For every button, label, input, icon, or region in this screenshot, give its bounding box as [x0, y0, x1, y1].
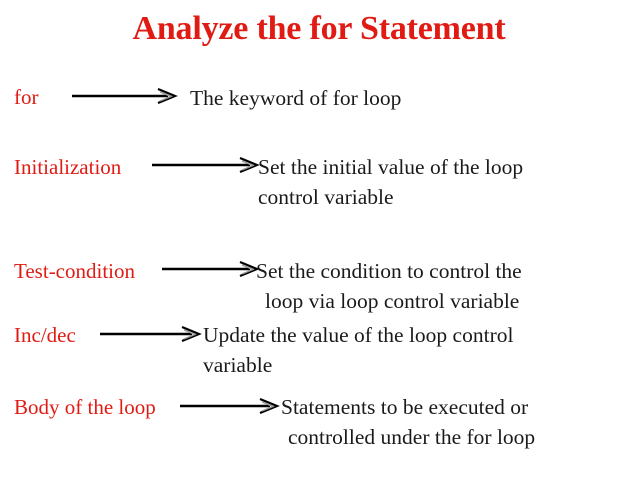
row-description-initialization: Set the initial value of the loop contro…	[258, 152, 523, 212]
right-arrow-icon	[72, 87, 178, 105]
row-description-line1: Statements to be executed or	[281, 395, 529, 419]
page-title: Analyze the for Statement	[132, 10, 506, 47]
row-description-line1: Set the condition to control the	[256, 259, 522, 283]
right-arrow-icon	[162, 260, 260, 278]
row-label-initialization: Initialization	[14, 155, 122, 179]
row-label-inc-dec: Inc/dec	[14, 323, 76, 347]
right-arrow-icon	[100, 325, 202, 343]
row-description-test-condition: Set the condition to control the loop vi…	[256, 256, 522, 316]
row-description-line2: control variable	[258, 185, 394, 209]
row-description-inc-dec: Update the value of the loop control var…	[203, 320, 513, 380]
row-description-line2: loop via loop control variable	[265, 289, 520, 313]
row-description-line1: Set the initial value of the loop	[258, 155, 524, 179]
row-label-for: for	[14, 85, 39, 109]
row-description-line2: controlled under the for loop	[288, 425, 536, 449]
row-description-line1: The keyword of for loop	[190, 86, 402, 110]
row-description-for: The keyword of for loop	[190, 83, 401, 113]
row-description-line1: Update the value of the loop control	[203, 323, 514, 347]
row-label-body-of-the-loop: Body of the loop	[14, 395, 156, 419]
row-label-test-condition: Test-condition	[14, 259, 136, 283]
right-arrow-icon	[180, 397, 280, 415]
row-description-body-of-the-loop: Statements to be executed or controlled …	[281, 392, 535, 452]
right-arrow-icon	[152, 156, 260, 174]
row-description-line2: variable	[203, 353, 273, 377]
